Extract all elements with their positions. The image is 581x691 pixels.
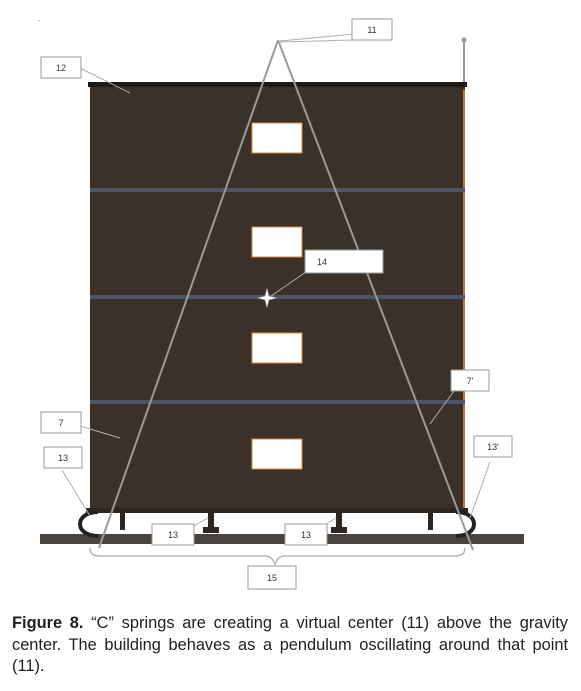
leader-11 — [279, 33, 355, 42]
leader-14 — [270, 271, 307, 297]
pole-tip — [461, 37, 467, 43]
label-box — [284, 523, 328, 546]
left-c-spring — [78, 510, 99, 538]
label-7-prime: 7' — [467, 376, 474, 386]
label-13-prime: 13' — [487, 442, 499, 452]
label-box — [304, 249, 384, 274]
span-brace — [89, 547, 466, 567]
label-13-bottom-left: 13 — [168, 530, 178, 540]
label-7: 7 — [58, 418, 63, 428]
label-12: 12 — [56, 63, 66, 73]
floor-band — [90, 295, 465, 299]
label-box — [247, 565, 297, 590]
label-box — [473, 435, 513, 458]
leader-12 — [79, 67, 131, 94]
label-13-left: 13 — [58, 453, 68, 463]
label-11: 11 — [367, 25, 376, 35]
bearing — [203, 512, 219, 533]
label-14: 14 — [317, 257, 327, 267]
pendulum-building-diagram: 11 12 14 7' 7 13 13' 13 13 15 — [40, 18, 524, 590]
leader-13-left — [61, 469, 91, 517]
ground-beam — [40, 534, 524, 544]
label-box — [351, 18, 393, 41]
label-15: 15 — [267, 573, 277, 583]
floor-band — [90, 188, 465, 192]
figure-caption: Figure 8. “C” springs are creating a vir… — [12, 613, 568, 678]
leader-7 — [79, 425, 121, 439]
bearing — [120, 512, 433, 530]
window — [251, 332, 303, 364]
caption-text: “C” springs are creating a virtual cente… — [12, 614, 569, 675]
label-box — [40, 56, 82, 79]
corner-mark: . — [38, 14, 41, 23]
window — [251, 438, 303, 470]
leader-11b — [279, 39, 355, 43]
leader-13prime — [469, 461, 491, 519]
top-slab — [88, 82, 467, 87]
leader-7prime — [429, 390, 455, 425]
gravity-center-star — [256, 287, 278, 309]
bearing — [331, 512, 347, 533]
label-13-bottom-right: 13 — [301, 530, 311, 540]
window — [251, 226, 303, 258]
label-box — [151, 523, 195, 546]
caption-label: Figure 8. — [12, 614, 84, 632]
label-box — [43, 446, 83, 469]
floor-band — [90, 400, 465, 404]
label-box — [450, 369, 490, 392]
right-pendulum-line — [277, 39, 474, 551]
base-slab — [86, 508, 468, 513]
label-box — [40, 411, 82, 434]
window — [251, 122, 303, 154]
left-pendulum-line — [98, 39, 279, 549]
